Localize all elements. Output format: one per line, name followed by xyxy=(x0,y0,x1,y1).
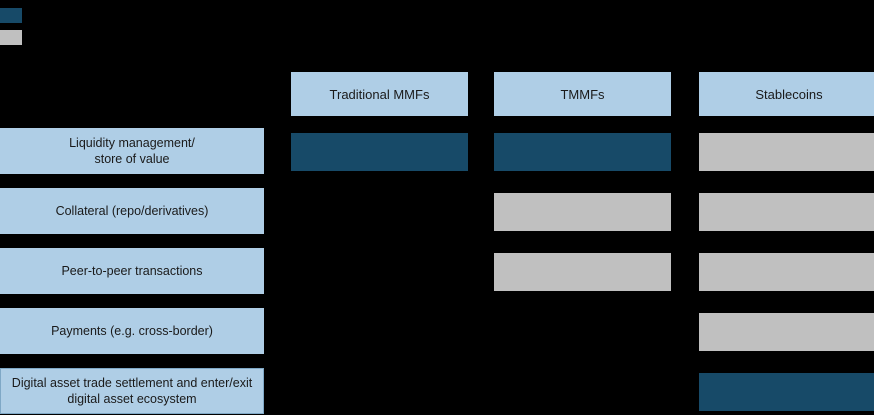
row-label-digital-asset-settlement: Digital asset trade settlement and enter… xyxy=(0,368,264,414)
legend-item-grey xyxy=(0,30,30,45)
cell-payments-stablecoins xyxy=(699,313,874,351)
cell-payments-traditional-mmfs xyxy=(291,313,468,351)
cell-digital-asset-tmmfs xyxy=(494,373,671,411)
column-header-tmmfs: TMMFs xyxy=(494,72,671,116)
cell-liquidity-traditional-mmfs xyxy=(291,133,468,171)
grey-swatch-icon xyxy=(0,30,22,45)
cell-digital-asset-traditional-mmfs xyxy=(291,373,468,411)
row-label-collateral: Collateral (repo/derivatives) xyxy=(0,188,264,234)
row-label-peer-to-peer: Peer-to-peer transactions xyxy=(0,248,264,294)
row-label-line1: Collateral (repo/derivatives) xyxy=(55,204,209,218)
cell-collateral-stablecoins xyxy=(699,193,874,231)
cell-liquidity-tmmfs xyxy=(494,133,671,171)
row-label-line1: Payments (e.g. cross-border) xyxy=(51,324,213,338)
cell-payments-tmmfs xyxy=(494,313,671,351)
row-label-payments: Payments (e.g. cross-border) xyxy=(0,308,264,354)
row-label-line2: digital asset ecosystem xyxy=(67,392,197,406)
row-label-liquidity-management: Liquidity management/ store of value xyxy=(0,128,264,174)
column-header-traditional-mmfs: Traditional MMFs xyxy=(291,72,468,116)
column-header-stablecoins: Stablecoins xyxy=(699,72,874,116)
row-label-line1: Peer-to-peer transactions xyxy=(61,264,203,278)
row-label-line1: Liquidity management/ xyxy=(69,136,195,150)
cell-collateral-tmmfs xyxy=(494,193,671,231)
legend xyxy=(0,0,874,62)
legend-item-dark xyxy=(0,8,30,23)
cell-digital-asset-stablecoins xyxy=(699,373,874,411)
cell-p2p-traditional-mmfs xyxy=(291,253,468,291)
cell-p2p-stablecoins xyxy=(699,253,874,291)
cell-collateral-traditional-mmfs xyxy=(291,193,468,231)
row-label-line2: store of value xyxy=(94,152,170,166)
cell-liquidity-stablecoins xyxy=(699,133,874,171)
row-label-line1: Digital asset trade settlement and enter… xyxy=(11,376,253,390)
cell-p2p-tmmfs xyxy=(494,253,671,291)
dark-blue-swatch-icon xyxy=(0,8,22,23)
